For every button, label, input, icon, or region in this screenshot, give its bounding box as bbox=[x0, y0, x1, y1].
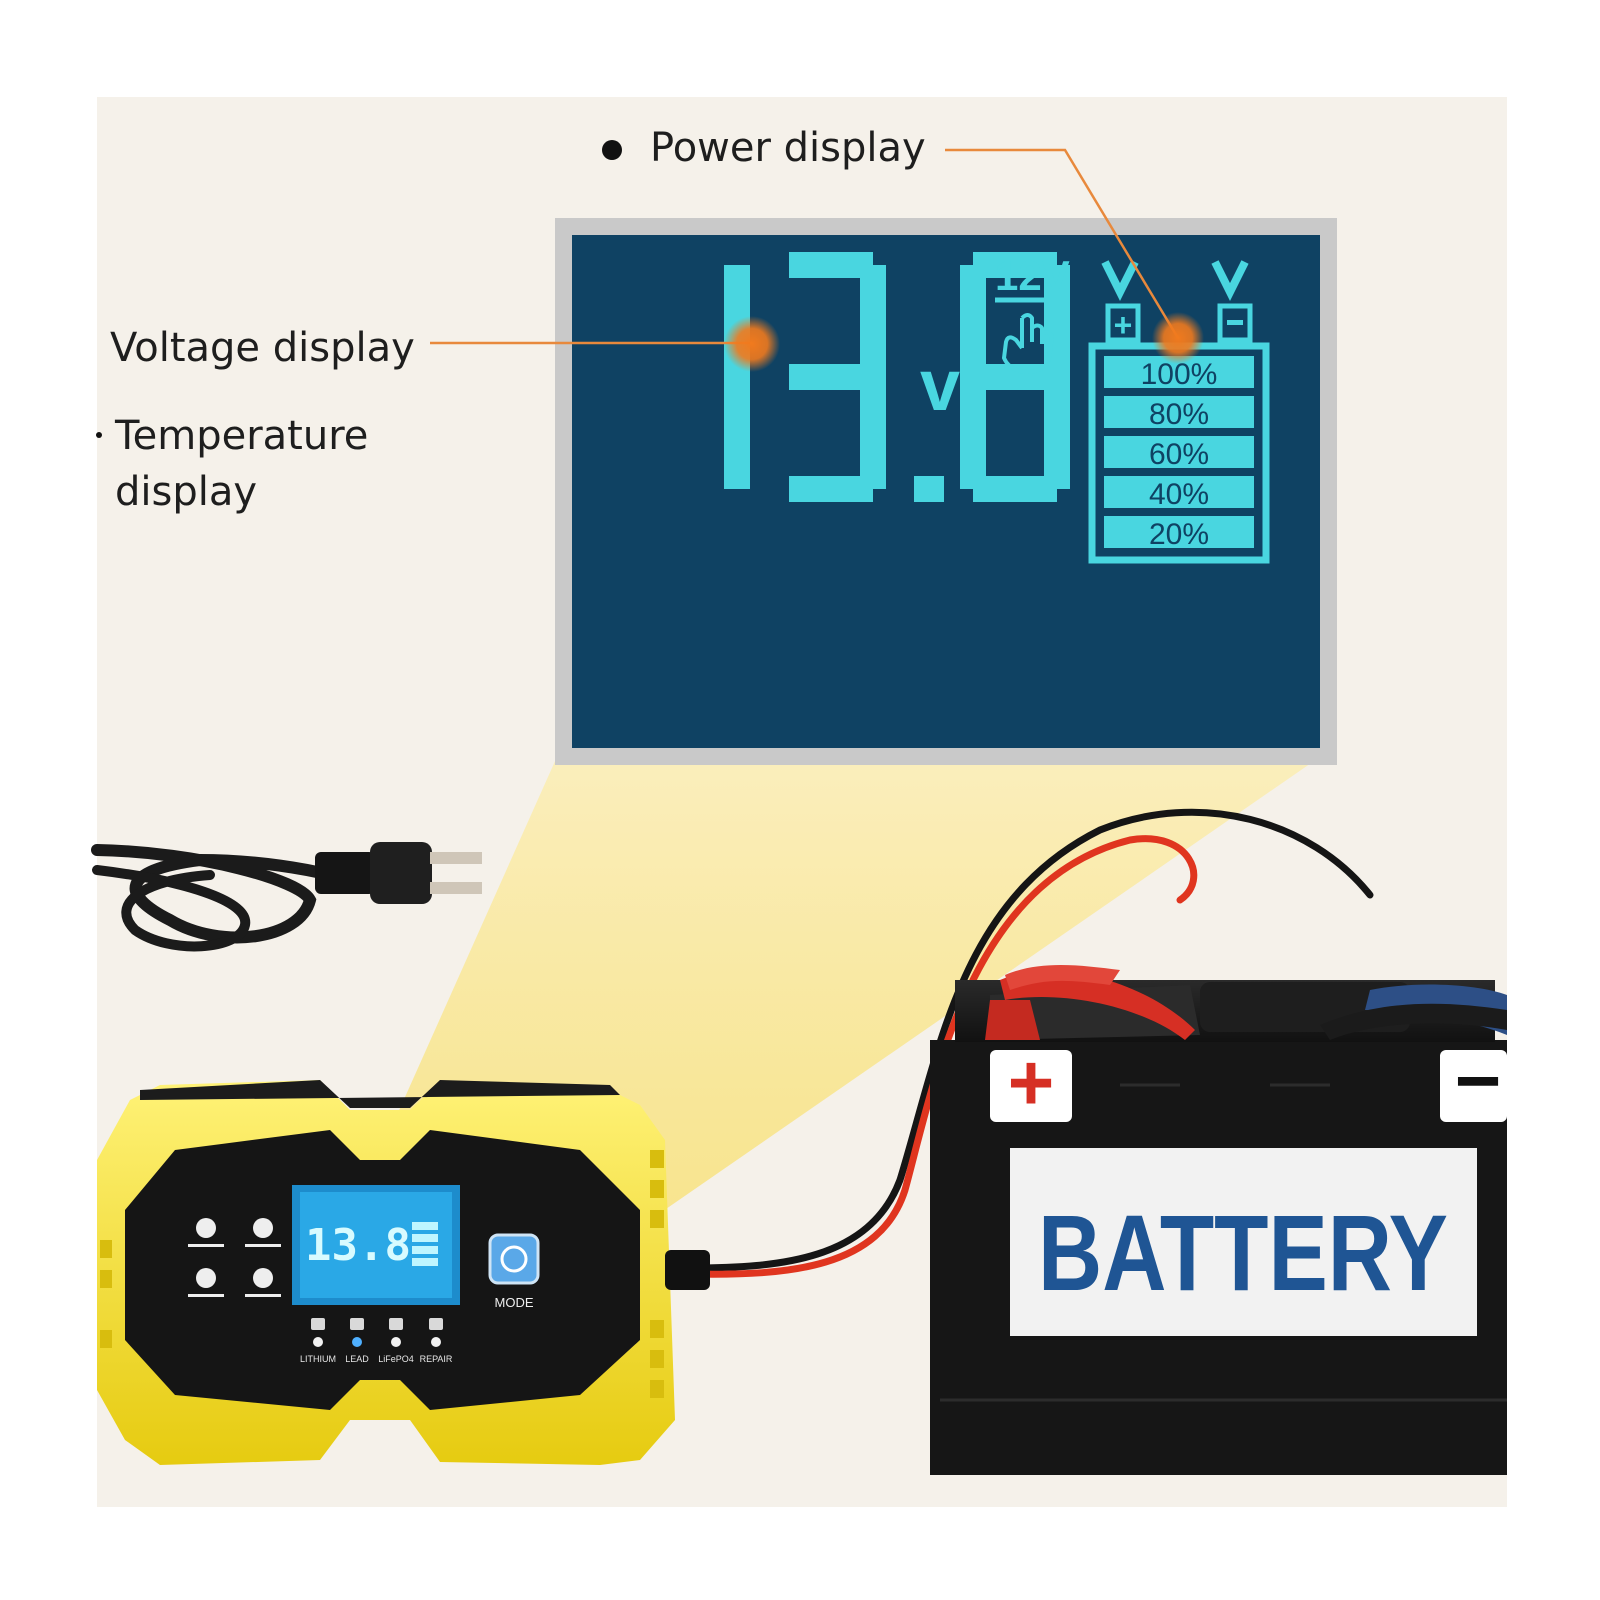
wrench-icon bbox=[196, 1268, 216, 1288]
voltage-display-caption: Voltage display bbox=[110, 325, 415, 371]
power-cord bbox=[91, 844, 336, 952]
level-label: 80% bbox=[1149, 398, 1209, 431]
battery-charger: 13.8 MODE LITHIUM LEAD LiFePO4 REPAIR bbox=[97, 1080, 710, 1465]
battery-level-indicator: + 100%80%60%40%20% bbox=[1088, 260, 1270, 564]
power-bullet bbox=[602, 140, 622, 160]
hand-pointer-icon bbox=[1002, 313, 1054, 374]
mini-voltage-reading: 13.8 bbox=[305, 1220, 411, 1271]
level-label: 40% bbox=[1149, 478, 1209, 511]
thermometer-icon bbox=[253, 1218, 273, 1238]
mode-led bbox=[391, 1337, 401, 1347]
voltage-callout-dot bbox=[724, 316, 780, 372]
digit-segment bbox=[973, 476, 1057, 502]
battery-label-panel bbox=[1010, 1148, 1477, 1336]
level-bar bbox=[1104, 396, 1254, 428]
negative-terminal-label bbox=[1440, 1050, 1507, 1122]
digit-segment bbox=[860, 265, 886, 377]
mode-indicator-label: LiFePO4 bbox=[378, 1354, 414, 1364]
digit-segment bbox=[960, 377, 986, 489]
decimal-point bbox=[914, 476, 944, 502]
terminal-minus-icon bbox=[1227, 320, 1243, 325]
mode-led bbox=[313, 1337, 323, 1347]
digit-segment bbox=[860, 377, 886, 489]
chip-icon bbox=[253, 1268, 273, 1288]
mode-indicator-label: LITHIUM bbox=[300, 1354, 336, 1364]
mode-led bbox=[431, 1337, 441, 1347]
negative-clamp bbox=[1320, 984, 1507, 1040]
clamp-cables bbox=[686, 808, 1374, 1278]
level-bar bbox=[1104, 476, 1254, 508]
level-bar bbox=[1104, 516, 1254, 548]
mode-icon bbox=[389, 1318, 403, 1330]
negative-sign: − bbox=[1455, 1036, 1502, 1125]
digit-segment bbox=[789, 476, 873, 502]
power-callout-dot bbox=[1152, 312, 1204, 364]
mode-icon bbox=[311, 1318, 325, 1330]
mode-indicator-label: LEAD bbox=[345, 1354, 369, 1364]
mode-label: MODE bbox=[495, 1295, 534, 1310]
positive-clamp bbox=[985, 965, 1195, 1040]
digit-segment bbox=[1044, 377, 1070, 489]
level-bar bbox=[1104, 436, 1254, 468]
voltage-unit: v bbox=[920, 346, 960, 426]
mode-indicators: LITHIUM LEAD LiFePO4 REPAIR bbox=[300, 1318, 453, 1364]
digit-segment bbox=[724, 377, 750, 489]
temperature-display-caption: Temperature display bbox=[115, 413, 369, 515]
level-label: 60% bbox=[1149, 438, 1209, 471]
level-label: 20% bbox=[1149, 518, 1209, 551]
digit-segment bbox=[789, 364, 873, 390]
mode-button[interactable]: MODE bbox=[488, 1233, 540, 1310]
plug bbox=[315, 842, 482, 904]
power-display-caption: Power display bbox=[650, 125, 926, 171]
terminal-plus-icon: + bbox=[1114, 307, 1133, 343]
feature-icons bbox=[188, 1218, 281, 1297]
battery-label: BATTERY bbox=[1038, 1192, 1448, 1313]
mode-icon bbox=[350, 1318, 364, 1330]
digit-segment bbox=[789, 252, 873, 278]
callout-lines bbox=[430, 148, 1180, 345]
positive-terminal-label bbox=[990, 1050, 1072, 1122]
system-voltage-label: 12V bbox=[995, 252, 1070, 299]
mode-led bbox=[352, 1337, 362, 1347]
mode-icon bbox=[429, 1318, 443, 1330]
car-battery: + − BATTERY bbox=[930, 965, 1507, 1475]
shield-icon bbox=[196, 1218, 216, 1238]
positive-sign: + bbox=[1008, 1038, 1055, 1127]
mode-indicator-label: REPAIR bbox=[420, 1354, 453, 1364]
fingerprint-icon bbox=[500, 1245, 528, 1273]
digit-segment bbox=[960, 265, 986, 377]
digit-segment bbox=[973, 252, 1057, 278]
